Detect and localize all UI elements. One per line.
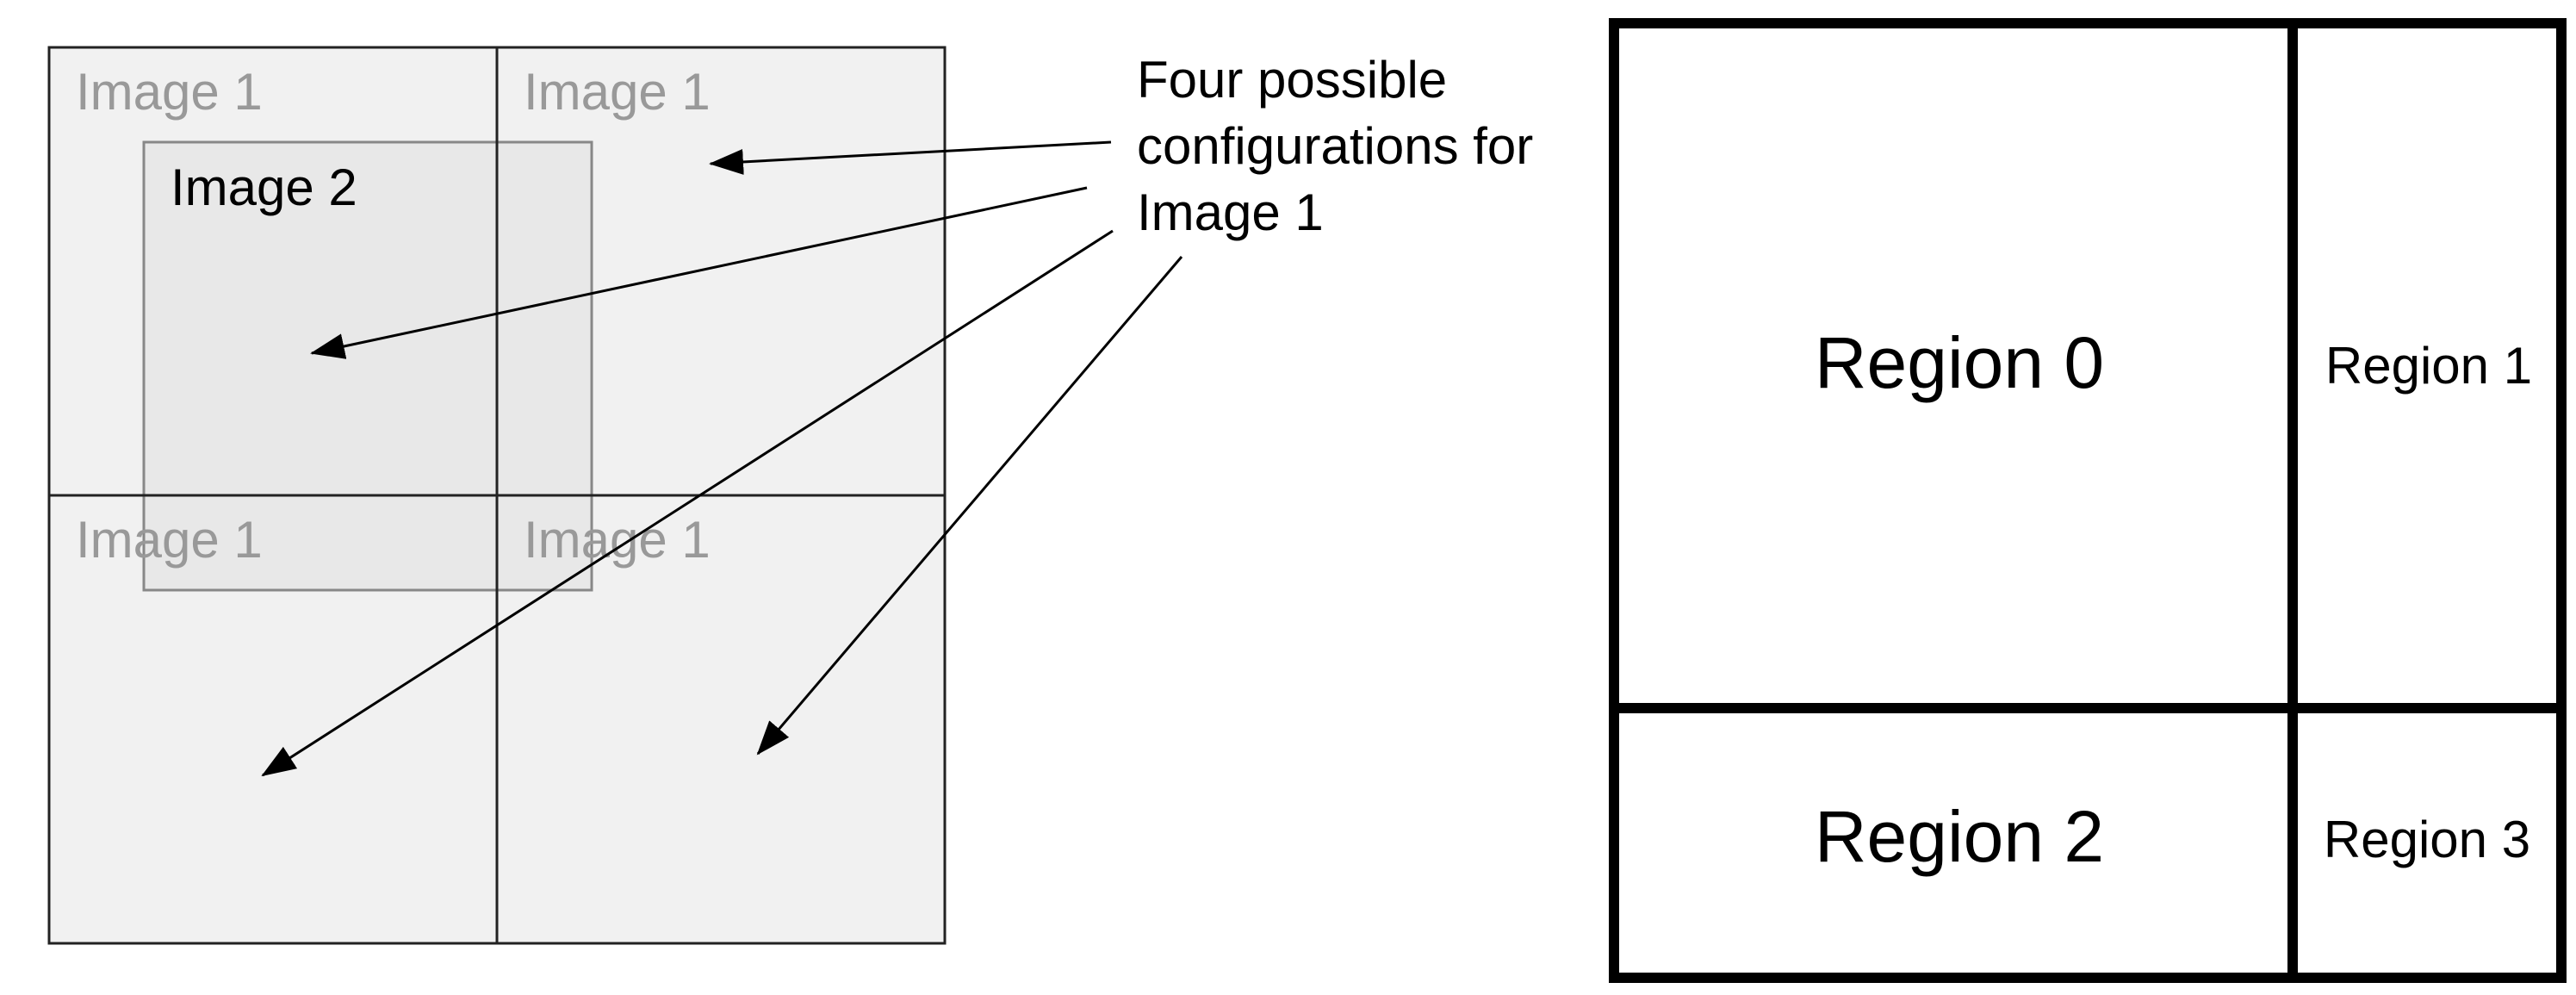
quadrant-label-top-left: Image 1	[76, 63, 263, 121]
arrow-to-top-left	[310, 186, 1088, 359]
arrow-to-bottom-left	[261, 229, 1114, 777]
region-0-label: Region 0	[1815, 322, 2104, 403]
quadrant-label-bottom-right: Image 1	[524, 511, 711, 569]
region-2-label: Region 2	[1815, 796, 2104, 877]
left-panel: Image 1 Image 1 Image 1 Image 1 Image 2 …	[47, 46, 1533, 945]
right-panel: Region 0 Region 1 Region 2 Region 3	[1609, 18, 2567, 983]
image-2-overlay-box	[142, 140, 593, 592]
arrow-to-top-right	[709, 140, 1112, 175]
region-3-label: Region 3	[2324, 811, 2530, 868]
arrow-to-bottom-right	[756, 256, 1183, 756]
callout-text: Four possible configurations for Image 1	[1137, 51, 1533, 241]
callout-line-2: configurations for	[1137, 117, 1533, 175]
region-grid-border	[1609, 18, 2567, 983]
image-2-label: Image 2	[171, 159, 357, 216]
quadrant-label-top-right: Image 1	[524, 63, 711, 121]
callout-line-1: Four possible	[1137, 51, 1447, 109]
callout-line-3: Image 1	[1137, 183, 1324, 241]
region-1-label: Region 1	[2325, 337, 2532, 395]
quadrant-label-bottom-left: Image 1	[76, 511, 263, 569]
